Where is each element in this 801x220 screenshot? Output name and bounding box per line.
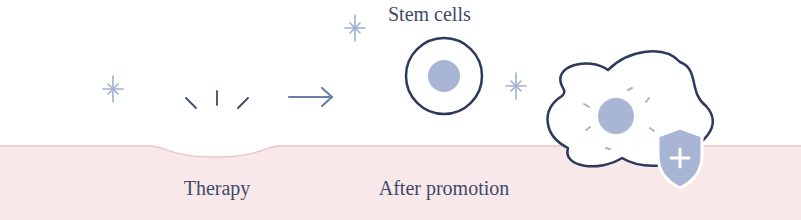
caption-label: Therapy [184,176,251,200]
cell-nucleus [598,98,634,134]
caption-label: After promotion [379,176,510,200]
stem-cell [406,38,482,114]
sparkle [506,73,526,99]
process-arrow [289,88,332,106]
therapy-rays [186,91,248,108]
shield-plus [671,149,689,167]
caption-label: Stem cells [388,2,471,26]
sparkle [103,76,123,102]
sparkle [345,15,365,41]
shield-icon [658,128,702,188]
cell-nucleus [428,60,460,92]
cell-granules [584,88,654,149]
